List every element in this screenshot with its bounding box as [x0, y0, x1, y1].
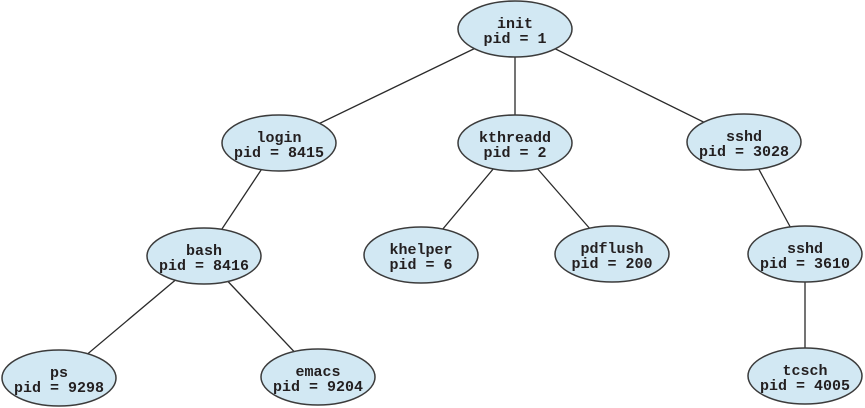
node-label: ps [50, 365, 68, 382]
node-pid: pid = 3028 [699, 144, 789, 161]
node-pid: pid = 1 [483, 31, 546, 48]
node-pid: pid = 8415 [234, 145, 324, 162]
node-ellipse [260, 348, 376, 406]
node-ellipse [686, 113, 802, 171]
node-label: sshd [787, 241, 823, 258]
node-ellipse [363, 226, 479, 284]
node-pid: pid = 2 [483, 145, 546, 162]
node-ellipse [457, 114, 573, 172]
node-ellipse [146, 227, 262, 285]
node-pid: pid = 3610 [760, 256, 850, 273]
node-label: emacs [295, 364, 340, 381]
node-pid: pid = 8416 [159, 258, 249, 275]
node-label: login [256, 130, 301, 147]
node-label: pdflush [580, 241, 643, 258]
node-ellipse [1, 349, 117, 407]
node-label: khelper [389, 242, 452, 259]
node-label: sshd [726, 129, 762, 146]
node-ellipse [221, 114, 337, 172]
node-ellipse [747, 225, 863, 283]
node-pid: pid = 200 [571, 256, 652, 273]
node-pid: pid = 9298 [14, 380, 104, 397]
node-ellipse [747, 347, 863, 405]
node-pid: pid = 9204 [273, 379, 363, 396]
node-label: init [497, 16, 533, 33]
node-ellipse [457, 0, 573, 58]
node-label: bash [186, 243, 222, 260]
node-pid: pid = 6 [389, 257, 452, 274]
edge-layer [58, 28, 806, 379]
node-ellipse [554, 225, 670, 283]
node-label: kthreadd [479, 130, 551, 147]
node-label: tcsch [782, 363, 827, 380]
node-pid: pid = 4005 [760, 378, 850, 395]
